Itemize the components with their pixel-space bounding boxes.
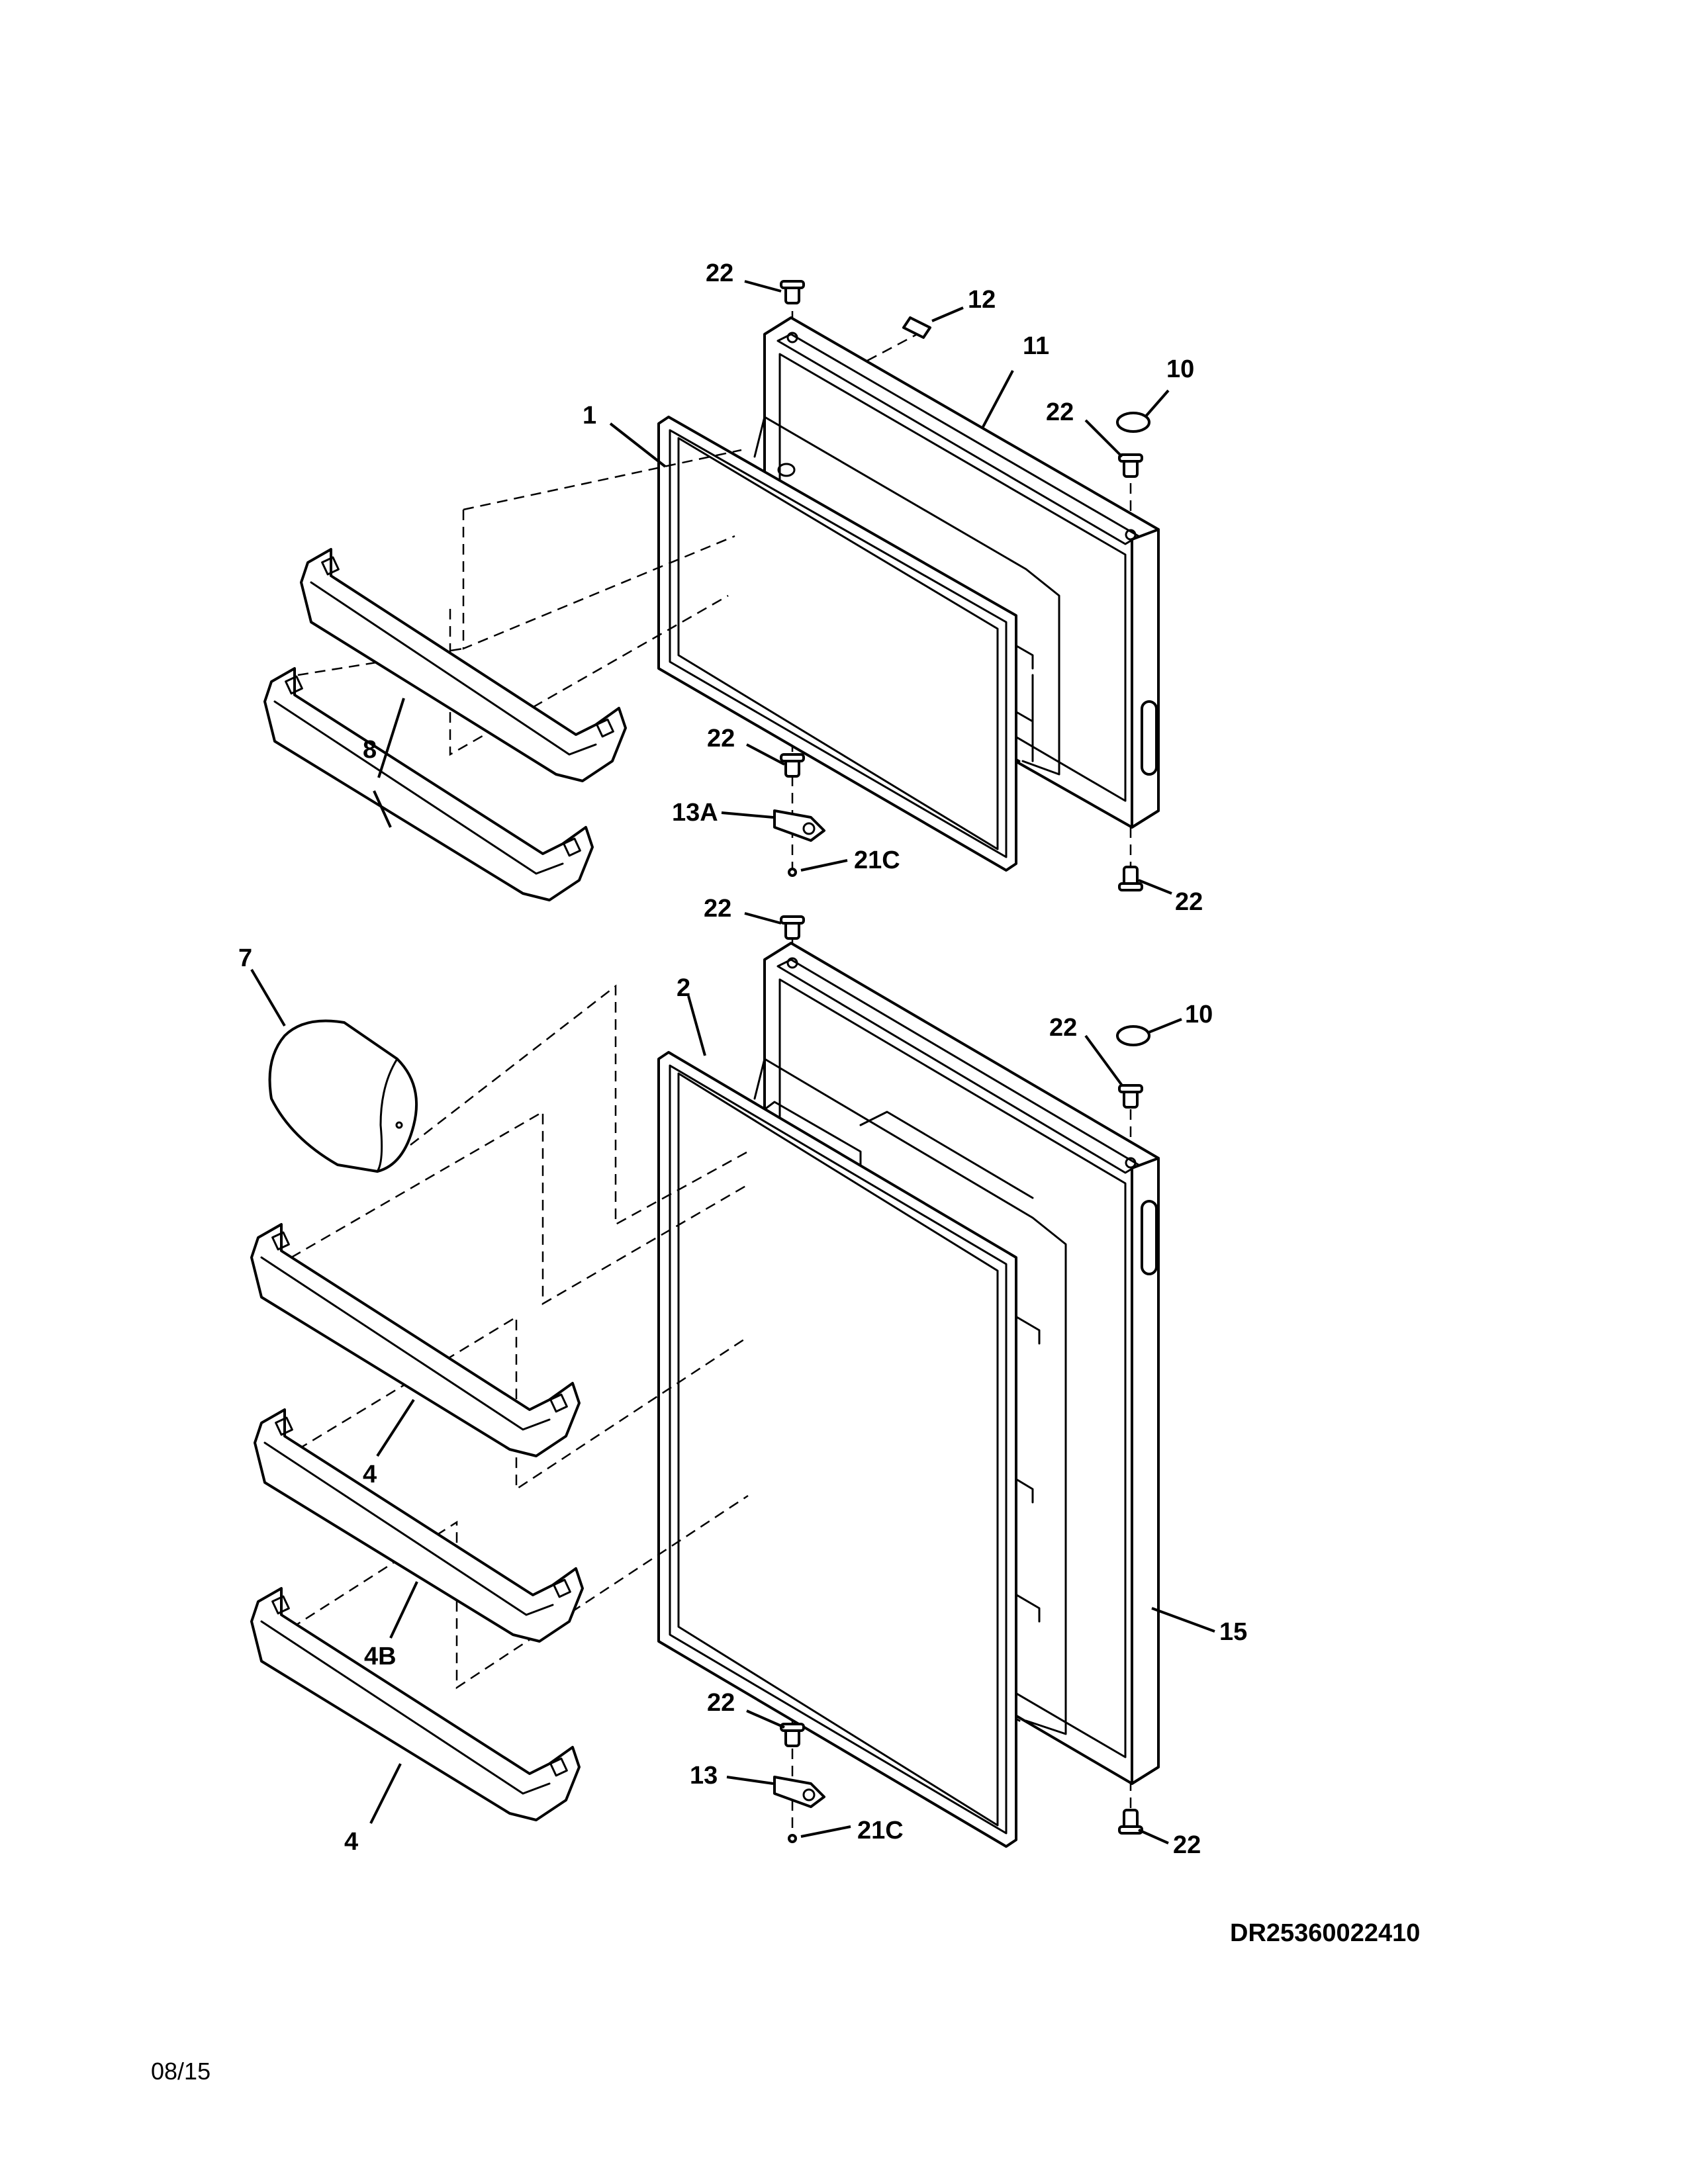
hinge-screw-mid-left [780, 753, 805, 778]
hinge-screw-bottom-right [1118, 1809, 1143, 1835]
callout-2: 2 [677, 974, 690, 1002]
door-shelf-4-lower [250, 1587, 581, 1821]
revision-date: 08/15 [151, 2058, 211, 2085]
freezer-door-shelf-lower [263, 667, 594, 901]
callout-8: 8 [363, 736, 377, 764]
door-shelf-4-upper [250, 1223, 581, 1457]
screw-21C-bottom [788, 1834, 797, 1843]
door-handle-pocket [1141, 700, 1158, 776]
hinge-screw-top [780, 280, 805, 304]
drawing-code: DR25360022410 [1230, 1919, 1420, 1947]
callout-22: 22 [706, 259, 733, 287]
projection-line [410, 984, 749, 1226]
door-shelf-4B [254, 1408, 584, 1643]
label-axis [867, 330, 924, 362]
callout-22: 22 [1049, 1014, 1077, 1042]
hinge-bracket-13A [773, 809, 825, 842]
projection-line [291, 1110, 749, 1306]
freezer-door-gasket [657, 416, 1017, 872]
hole-plug-top [1116, 412, 1150, 433]
callout-labels: 22 12 11 10 22 1 8 22 13A 21C 22 22 7 2 … [238, 259, 1247, 1859]
freezer-door-shelf-upper [300, 548, 627, 782]
callout-13A: 13A [672, 799, 718, 827]
hole-plug-lower [1116, 1025, 1150, 1046]
callout-12: 12 [968, 286, 996, 314]
projection-line [449, 594, 729, 756]
callout-22: 22 [1175, 888, 1203, 916]
callout-4: 4 [363, 1461, 377, 1488]
callout-13: 13 [690, 1762, 718, 1790]
label-12 [902, 316, 931, 339]
projection-line [463, 449, 742, 511]
fresh-food-door-assembly [291, 940, 1160, 1848]
callout-10: 10 [1185, 1001, 1213, 1028]
callout-22: 22 [707, 725, 735, 752]
callout-11: 11 [1023, 332, 1049, 360]
projection-line [462, 510, 735, 650]
hinge-screw-top-right [1118, 453, 1143, 478]
callout-1: 1 [583, 402, 596, 430]
callout-4: 4 [344, 1828, 358, 1856]
callout-21C: 21C [857, 1817, 904, 1844]
callout-22: 22 [1173, 1831, 1201, 1859]
screw-21C-top [788, 868, 797, 877]
door-handle-pocket [1141, 1200, 1158, 1275]
callout-15: 15 [1219, 1618, 1247, 1646]
callout-10: 10 [1166, 355, 1194, 383]
hinge-bracket-13 [773, 1776, 825, 1808]
callout-22: 22 [704, 895, 731, 923]
callout-21C: 21C [854, 846, 900, 874]
callout-4B: 4B [364, 1643, 397, 1670]
leader-lines [250, 280, 1215, 1844]
hinge-screw-mid-right [1118, 866, 1143, 891]
callout-7: 7 [238, 944, 252, 972]
callout-22: 22 [1046, 398, 1074, 426]
hinge-screw-lower-right [1118, 1084, 1143, 1109]
dairy-bin [268, 1019, 418, 1173]
fresh-food-door-gasket [657, 1051, 1017, 1848]
projection-line [291, 1494, 749, 1690]
callout-22: 22 [707, 1689, 735, 1717]
hinge-screw-bottom-left [780, 1723, 805, 1747]
freezer-door-assembly [297, 311, 1160, 874]
hinge-screw-lower-top [780, 915, 805, 940]
